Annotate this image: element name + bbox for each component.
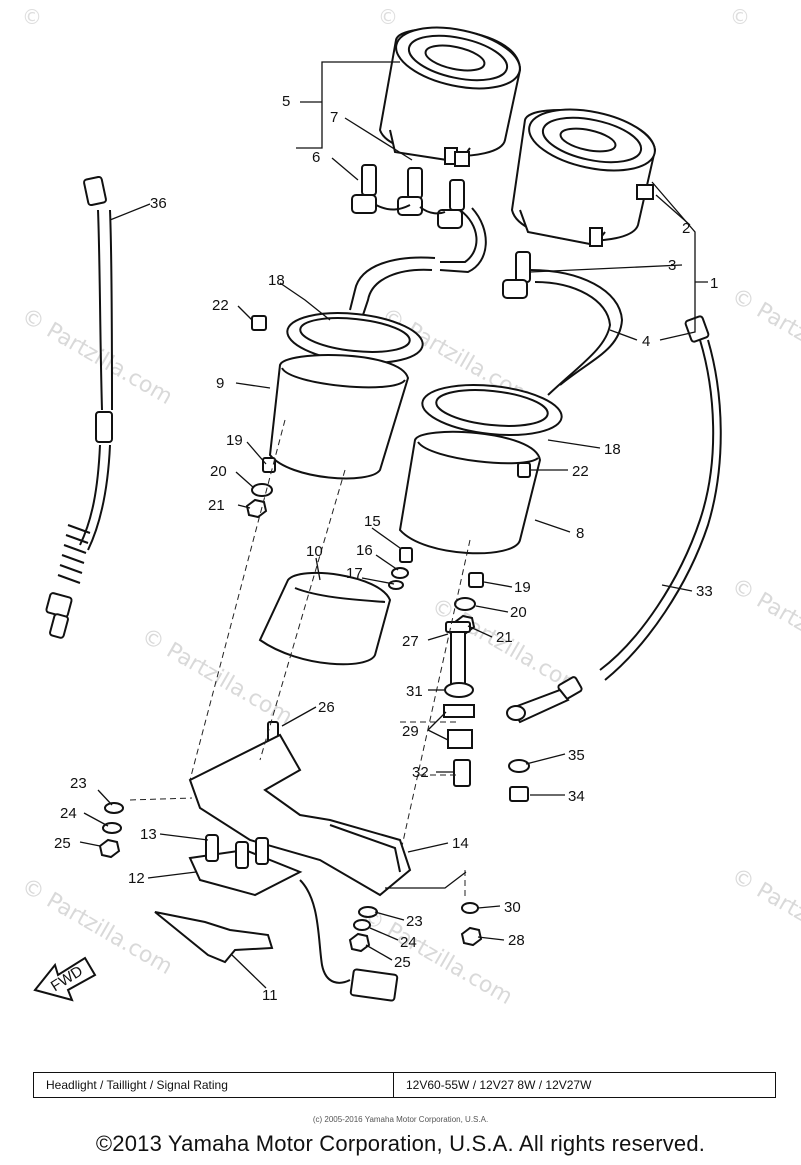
indicator-cover [258, 571, 392, 666]
callout-34: 34 [568, 788, 585, 805]
callout-23: 23 [406, 913, 423, 930]
speedometer-cable [45, 175, 113, 639]
callout-27: 27 [402, 633, 419, 650]
watermark-text: © Partzilla.com [727, 284, 801, 391]
callout-19: 19 [226, 432, 243, 449]
callout-36: 36 [150, 195, 167, 212]
tachometer-assembly [510, 108, 657, 247]
speedometer-assembly [378, 26, 522, 167]
leader-lines [79, 61, 708, 989]
callout-2: 2 [682, 220, 690, 237]
callout-17: 17 [346, 565, 363, 582]
callout-18: 18 [268, 272, 285, 289]
rating-table: Headlight / Taillight / Signal Rating 12… [33, 1072, 776, 1098]
callout-35: 35 [568, 747, 585, 764]
callout-labels: 1 2 3 4 5 6 7 8 9 10 11 12 13 14 15 16 1… [54, 93, 718, 1004]
callout-31: 31 [406, 683, 423, 700]
callout-18: 18 [604, 441, 621, 458]
callout-22: 22 [572, 463, 589, 480]
callout-3: 3 [668, 257, 676, 274]
callout-15: 15 [364, 513, 381, 530]
callout-9: 9 [216, 375, 224, 392]
callout-4: 4 [642, 333, 650, 350]
callout-16: 16 [356, 542, 373, 559]
callout-20: 20 [210, 463, 227, 480]
callout-6: 6 [312, 149, 320, 166]
callout-7: 7 [330, 109, 338, 126]
callout-14: 14 [452, 835, 469, 852]
copyright-notice: ©2013 Yamaha Motor Corporation, U.S.A. A… [95, 1131, 706, 1156]
callout-13: 13 [140, 826, 157, 843]
callout-21: 21 [496, 629, 513, 646]
callout-33: 33 [696, 583, 713, 600]
watermark-mark: © [22, 5, 42, 29]
tachometer-cable [506, 315, 722, 724]
bulb-sockets-top [351, 164, 531, 299]
guide-lines [129, 419, 471, 900]
callout-24: 24 [60, 805, 77, 822]
callout-21: 21 [208, 497, 225, 514]
callout-22: 22 [212, 297, 229, 314]
callout-30: 30 [504, 899, 521, 916]
watermark-text: © Partzilla.com [727, 574, 801, 681]
callout-19: 19 [514, 579, 531, 596]
callout-25: 25 [54, 835, 71, 852]
callout-25: 25 [394, 954, 411, 971]
callout-1: 1 [710, 275, 718, 292]
meter-bracket [188, 733, 412, 897]
small-copyright: (c) 2005-2016 Yamaha Motor Corporation, … [312, 1115, 489, 1124]
callout-12: 12 [128, 870, 145, 887]
watermark-mark: © [730, 5, 750, 29]
watermark-text: © Partzilla.com [17, 874, 177, 981]
indicator-holder [154, 911, 274, 964]
callout-5: 5 [282, 93, 290, 110]
callout-10: 10 [306, 543, 323, 560]
indicator-light-unit [188, 834, 399, 1002]
callout-11: 11 [262, 987, 278, 1004]
callout-8: 8 [576, 525, 584, 542]
callout-24: 24 [400, 934, 417, 951]
watermark-text: © Partzilla.com [17, 304, 177, 411]
meter-housings [268, 312, 563, 555]
rating-value: 12V60-55W / 12V27 8W / 12V27W [406, 1078, 592, 1092]
callout-26: 26 [318, 699, 335, 716]
watermark-mark: © [378, 5, 398, 29]
rating-label: Headlight / Taillight / Signal Rating [34, 1073, 394, 1097]
watermark-text: © Partzilla.com [727, 864, 801, 971]
callout-29: 29 [402, 723, 419, 740]
callout-32: 32 [412, 764, 429, 781]
fwd-arrow: FWD [33, 956, 97, 1002]
callout-20: 20 [510, 604, 527, 621]
callout-23: 23 [70, 775, 87, 792]
callout-28: 28 [508, 932, 525, 949]
